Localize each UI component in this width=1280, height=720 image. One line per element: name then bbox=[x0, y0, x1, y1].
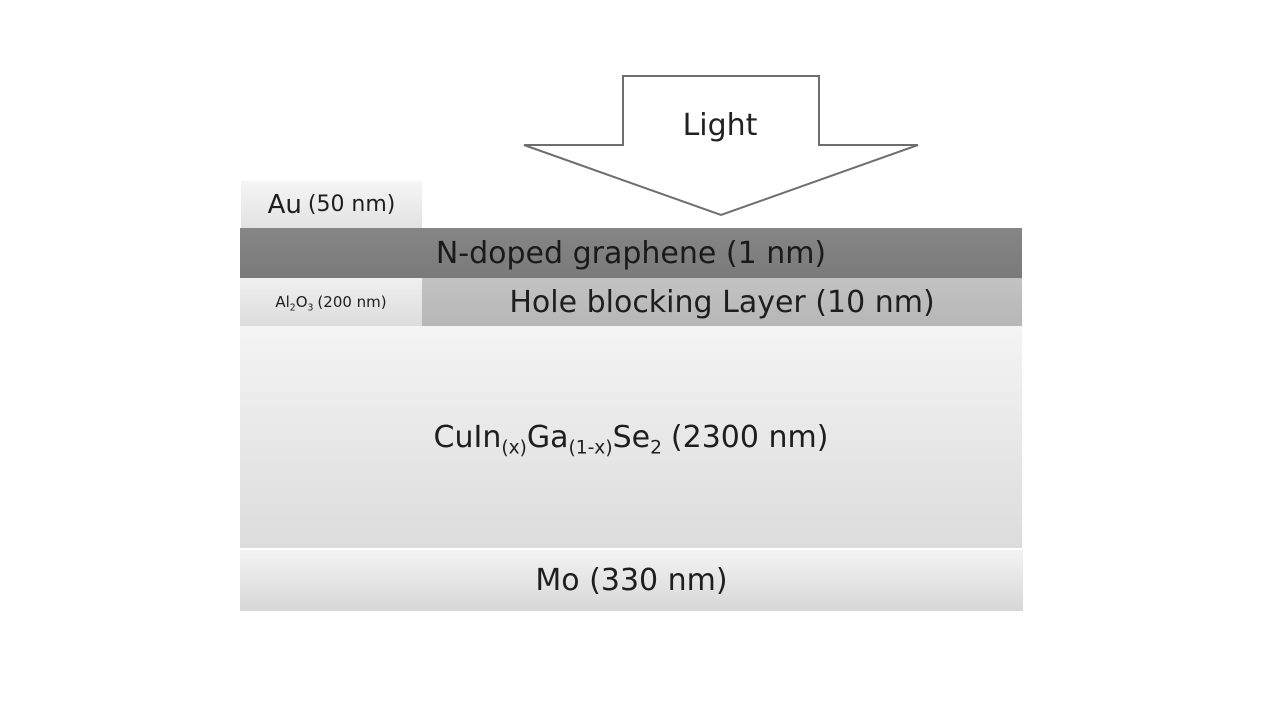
cigs-absorber-layer: CuIn(x)Ga(1-x)Se2 (2300 nm) bbox=[240, 326, 1022, 548]
hole-blocking-label: Hole blocking Layer (10 nm) bbox=[509, 284, 935, 320]
au-thickness: (50 nm) bbox=[307, 192, 396, 217]
mo-label: Mo (330 nm) bbox=[535, 563, 728, 598]
au-contact-layer: Au (50 nm) bbox=[241, 181, 422, 228]
graphene-label: N-doped graphene (1 nm) bbox=[435, 235, 827, 271]
graphene-layer: N-doped graphene (1 nm) bbox=[240, 228, 1022, 278]
mo-back-contact-layer: Mo (330 nm) bbox=[240, 548, 1023, 611]
light-label: Light bbox=[682, 108, 758, 143]
light-arrow-shape bbox=[523, 75, 919, 217]
cigs-thickness: (2300 nm) bbox=[670, 419, 829, 455]
al2o3-formula: Al2O3 bbox=[275, 293, 314, 314]
al2o3-thickness: (200 nm) bbox=[317, 293, 387, 311]
hole-blocking-layer: Hole blocking Layer (10 nm) bbox=[422, 278, 1022, 326]
al2o3-layer: Al2O3 (200 nm) bbox=[240, 278, 422, 326]
cigs-formula: CuIn(x)Ga(1-x)Se2 bbox=[433, 419, 662, 458]
au-name: Au bbox=[267, 189, 302, 220]
